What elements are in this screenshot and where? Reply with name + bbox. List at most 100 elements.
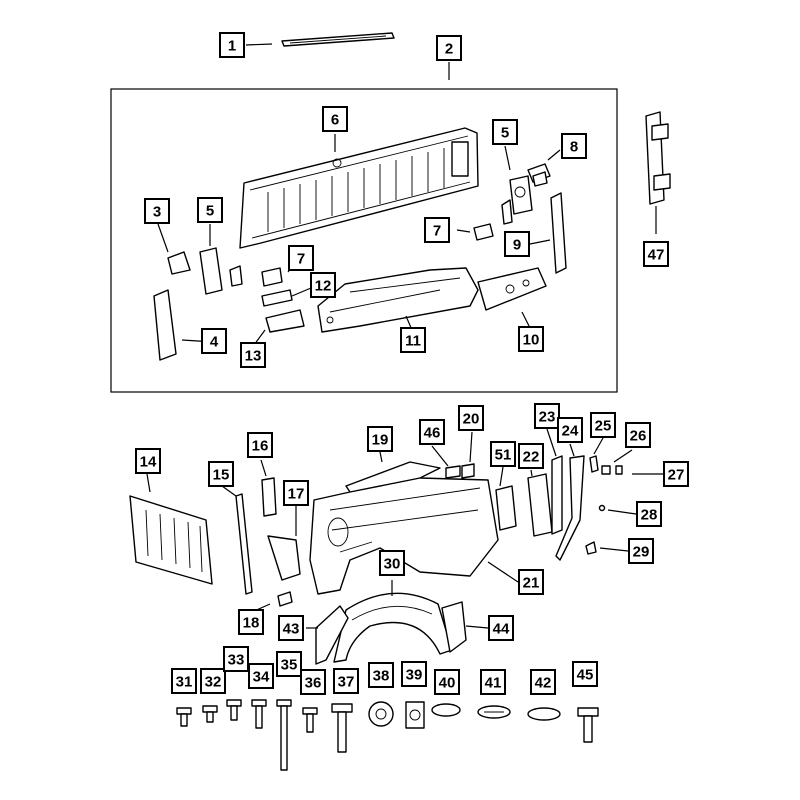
callout-number: 18 (243, 615, 260, 632)
callout-number: 25 (595, 418, 612, 435)
callout-c46: 46 (419, 419, 445, 445)
part-clip-20 (461, 463, 475, 479)
callout-box (458, 405, 484, 431)
part-bracket-51 (495, 485, 517, 531)
callout-box (144, 198, 170, 224)
callout-number: 3 (153, 204, 161, 221)
callout-number: 15 (213, 467, 230, 484)
part-hinge-47 (645, 111, 671, 205)
callout-number: 20 (463, 411, 480, 428)
part-panel-14 (129, 495, 213, 585)
callout-c5a: 5 (492, 119, 518, 145)
callout-number: 26 (630, 428, 647, 445)
part-clip-46 (445, 465, 461, 479)
callout-number: 17 (288, 486, 305, 503)
callout-number: 12 (315, 278, 332, 295)
callout-c44: 44 (488, 615, 514, 641)
fastener-36 (302, 707, 318, 733)
callout-box (572, 661, 598, 687)
callout-c5b: 5 (197, 197, 223, 223)
callout-box (322, 106, 348, 132)
callout-c13: 13 (240, 342, 266, 368)
callout-number: 13 (245, 348, 262, 365)
callout-box (219, 32, 245, 58)
callout-box (490, 441, 516, 467)
callout-number: 45 (577, 667, 594, 684)
callout-c10: 10 (518, 326, 544, 352)
part-bracket-17 (267, 535, 301, 581)
part-clip-27 (615, 465, 623, 475)
part-liner-43 (315, 605, 349, 665)
part-pillar-24 (555, 455, 585, 561)
callout-c11: 11 (400, 327, 426, 353)
callout-c25: 25 (590, 412, 616, 438)
callout-number: 37 (338, 674, 355, 691)
part-clip-18 (277, 591, 293, 607)
part-bracket-22 (527, 473, 553, 537)
callout-box (201, 328, 227, 354)
callout-c40: 40 (434, 669, 460, 695)
part-bracket-right (501, 175, 533, 225)
part-rod-15 (235, 493, 253, 595)
callout-number: 5 (206, 203, 214, 220)
callout-box (288, 245, 314, 271)
callout-box (424, 217, 450, 243)
callout-box (636, 501, 662, 527)
callout-c9: 9 (504, 231, 530, 257)
callout-c28: 28 (636, 501, 662, 527)
part-bracket-3 (167, 251, 191, 275)
callout-c33: 33 (223, 646, 249, 672)
callout-c26: 26 (625, 422, 651, 448)
callout-c3: 3 (144, 198, 170, 224)
bolt-45 (577, 707, 599, 743)
callout-number: 10 (523, 332, 540, 349)
callout-c22: 22 (518, 443, 544, 469)
callout-number: 11 (405, 333, 421, 350)
callout-number: 38 (373, 668, 390, 685)
callout-number: 32 (205, 674, 222, 691)
assembly-frame (110, 88, 618, 393)
callout-c21: 21 (518, 569, 544, 595)
callout-number: 51 (495, 447, 512, 464)
callout-c41: 41 (480, 669, 506, 695)
callout-number: 6 (331, 112, 339, 129)
callout-box (197, 197, 223, 223)
callout-c23: 23 (534, 403, 560, 429)
grommet-40 (431, 703, 461, 717)
callout-number: 44 (493, 621, 510, 638)
callout-box (518, 443, 544, 469)
callout-c43: 43 (278, 615, 304, 641)
fastener-32 (202, 705, 218, 723)
part-side-panel-21 (309, 477, 499, 595)
callout-c35: 35 (276, 651, 302, 677)
callout-number: 47 (648, 247, 665, 264)
callout-box (247, 432, 273, 458)
callout-box (625, 422, 651, 448)
callout-box (223, 646, 249, 672)
part-clip-29 (585, 541, 597, 555)
callout-number: 7 (433, 223, 441, 240)
callout-number: 23 (539, 409, 556, 426)
part-front-panel (239, 127, 479, 249)
callout-number: 40 (439, 675, 456, 692)
callout-number: 31 (176, 674, 193, 691)
callout-box (561, 133, 587, 159)
callout-box (240, 342, 266, 368)
callout-c14: 14 (135, 448, 161, 474)
fastener-35 (276, 699, 292, 771)
callout-number: 27 (668, 467, 685, 484)
callout-c47: 47 (643, 241, 669, 267)
part-clip-8 (527, 163, 551, 187)
clip-38 (368, 701, 394, 727)
callout-box (628, 538, 654, 564)
callout-box (488, 615, 514, 641)
part-bracket-16 (261, 477, 277, 517)
callout-box (171, 668, 197, 694)
callout-box (492, 119, 518, 145)
callout-c42: 42 (530, 669, 556, 695)
callout-number: 29 (633, 544, 650, 561)
callout-box (590, 412, 616, 438)
callout-box (480, 669, 506, 695)
fastener-33 (226, 699, 242, 721)
part-liner-44 (441, 601, 467, 653)
